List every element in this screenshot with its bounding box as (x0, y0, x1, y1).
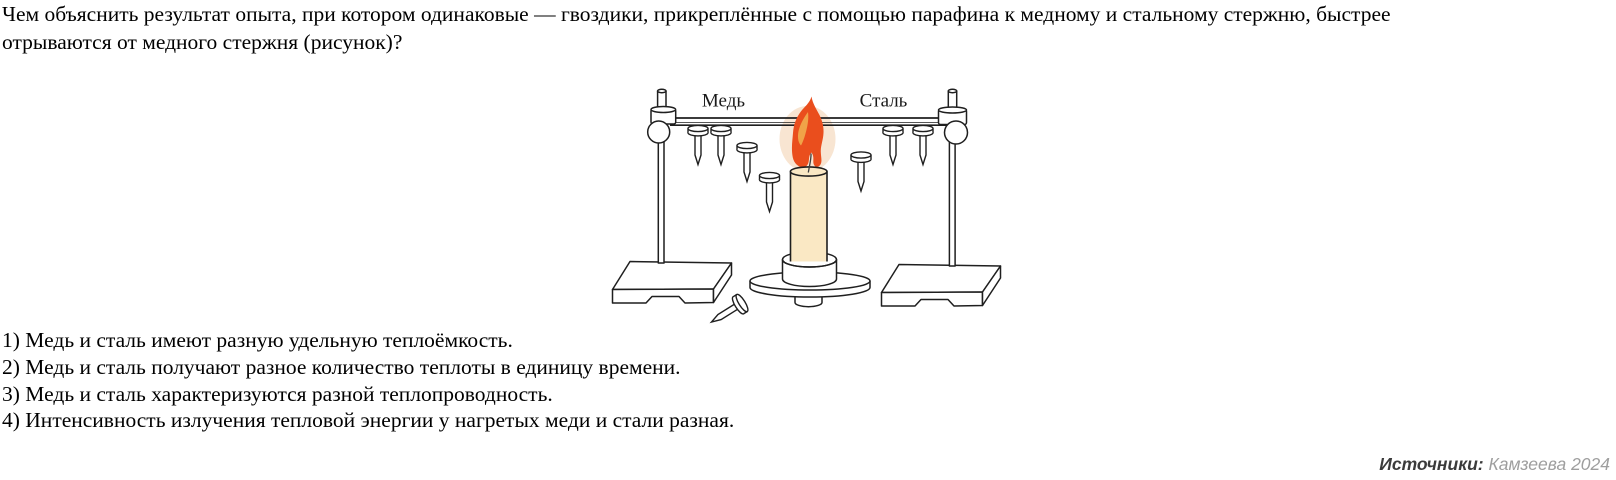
right-base-side (981, 265, 1002, 307)
answer-option-3: 3) Медь и сталь характеризуются разной т… (2, 381, 553, 406)
flame-icon (791, 96, 824, 168)
left-base-front (611, 288, 715, 304)
answer-option-4: 4) Интенсивность излучения тепловой энер… (2, 408, 735, 433)
steel-rod-label: Сталь (860, 91, 908, 112)
left-stand (611, 88, 733, 304)
left-base-side (712, 262, 733, 304)
answer-option-1: 1) Медь и сталь имеют разную удельную те… (2, 328, 513, 352)
question-line-1: Чем объяснить результат опыта, при котор… (2, 2, 1391, 26)
right-stand (880, 88, 1002, 307)
question-text: Чем объяснить результат опыта, при котор… (2, 0, 1391, 56)
candle-experiment-diagram: Медь Сталь (611, 88, 1002, 332)
source-value: Камзеева 2024 (1488, 454, 1610, 474)
question-line-2: отрываются от медного стержня (рисунок)? (2, 30, 403, 54)
candle-wick (807, 153, 812, 173)
steel-side-nails (850, 124, 934, 192)
right-clamp-knob (943, 120, 969, 145)
copper-side-nails (687, 124, 781, 213)
experiment-figure: Медь Сталь (590, 70, 1010, 332)
flame-inner-icon (797, 112, 809, 146)
copper-rod-label: Медь (702, 91, 745, 112)
right-base-front (880, 291, 984, 307)
source-label: Источники: (1379, 454, 1484, 474)
right-base-top (880, 263, 1002, 294)
answer-options-list: 1) Медь и сталь имеют разную удельную те… (2, 327, 734, 434)
answer-option-2: 2) Медь и сталь получают разное количест… (2, 354, 681, 379)
left-clamp-knob (646, 120, 671, 144)
candle (781, 153, 838, 268)
cup-front-rim (781, 259, 838, 268)
source-attribution: Источники: Камзеева 2024 (1379, 454, 1610, 474)
left-base-top (611, 260, 733, 291)
